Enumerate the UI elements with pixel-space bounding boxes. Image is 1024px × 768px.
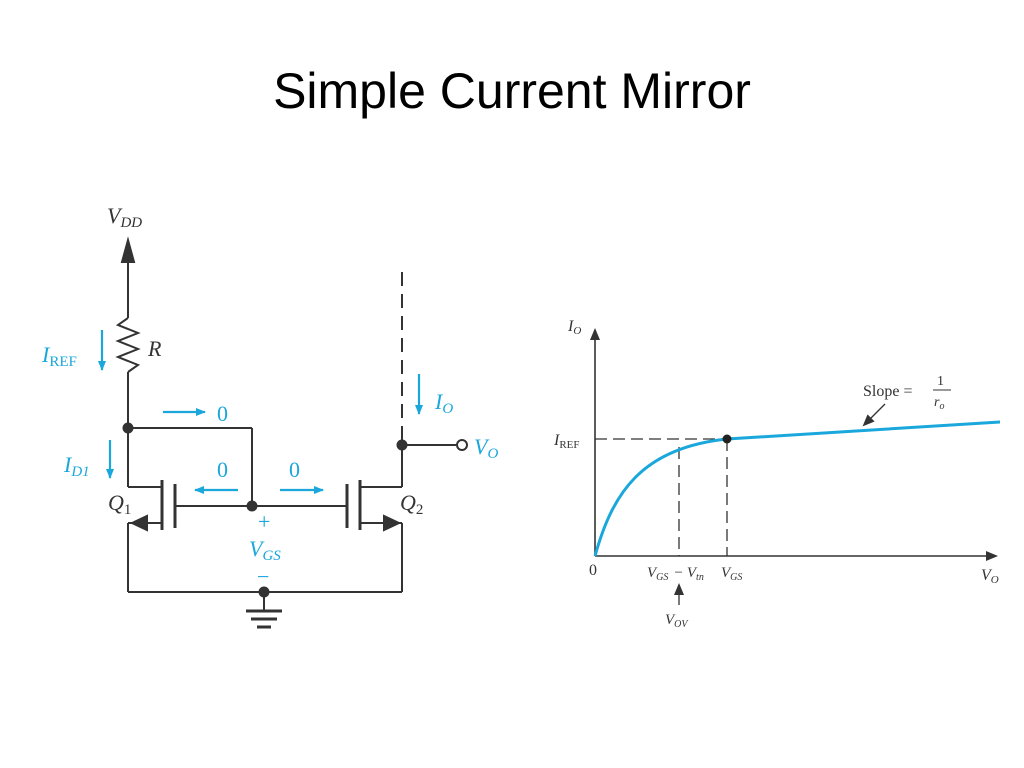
label-iref: IREF	[41, 342, 77, 370]
graph-slope-num: 1	[937, 374, 944, 389]
current-arrows	[98, 330, 423, 494]
output-terminal	[456, 439, 468, 451]
graph-x-label: VO	[981, 567, 999, 586]
resistor-r	[115, 317, 141, 373]
graph-tick-vgs: VGS	[721, 565, 742, 583]
graph-y-label: IO	[567, 318, 581, 337]
graph-origin: 0	[589, 562, 597, 579]
graph-curve	[593, 420, 1001, 557]
label-io: IO	[434, 389, 453, 417]
label-id1: ID1	[63, 452, 90, 480]
io-vo-graph	[590, 328, 1001, 605]
q1-source-arrow-icon	[129, 514, 148, 532]
label-minus: −	[257, 564, 269, 589]
label-vgs: VGS	[249, 536, 281, 564]
slope-pointer-icon	[862, 403, 886, 427]
slide-title: Simple Current Mirror	[273, 63, 751, 119]
label-zero-right: 0	[289, 457, 300, 482]
graph-slope-label: Slope =	[863, 383, 912, 400]
vdd-arrow-icon	[120, 236, 136, 263]
graph-slope-den: ro	[934, 395, 944, 412]
label-resistor: R	[147, 336, 162, 361]
ground-icon	[246, 609, 282, 629]
node-drain-q1	[122, 422, 134, 434]
q2-source-arrow-icon	[383, 514, 402, 532]
label-q1: Q1	[108, 490, 131, 518]
current-mirror-circuit	[115, 236, 468, 629]
graph-tick-vgs-minus-vtn: VGS−Vtn	[647, 565, 704, 583]
node-ground	[258, 586, 270, 598]
graph-operating-point	[722, 434, 732, 444]
label-vdd: VDD	[107, 203, 142, 231]
graph-vov-label: VOV	[665, 612, 689, 630]
label-vo: VO	[474, 434, 498, 462]
label-zero-top: 0	[217, 401, 228, 426]
node-drain-q2	[396, 439, 408, 451]
graph-iref-label: IREF	[553, 432, 580, 451]
node-gate	[246, 500, 258, 512]
label-zero-left: 0	[217, 457, 228, 482]
label-plus: +	[258, 509, 270, 534]
label-q2: Q2	[400, 490, 423, 518]
